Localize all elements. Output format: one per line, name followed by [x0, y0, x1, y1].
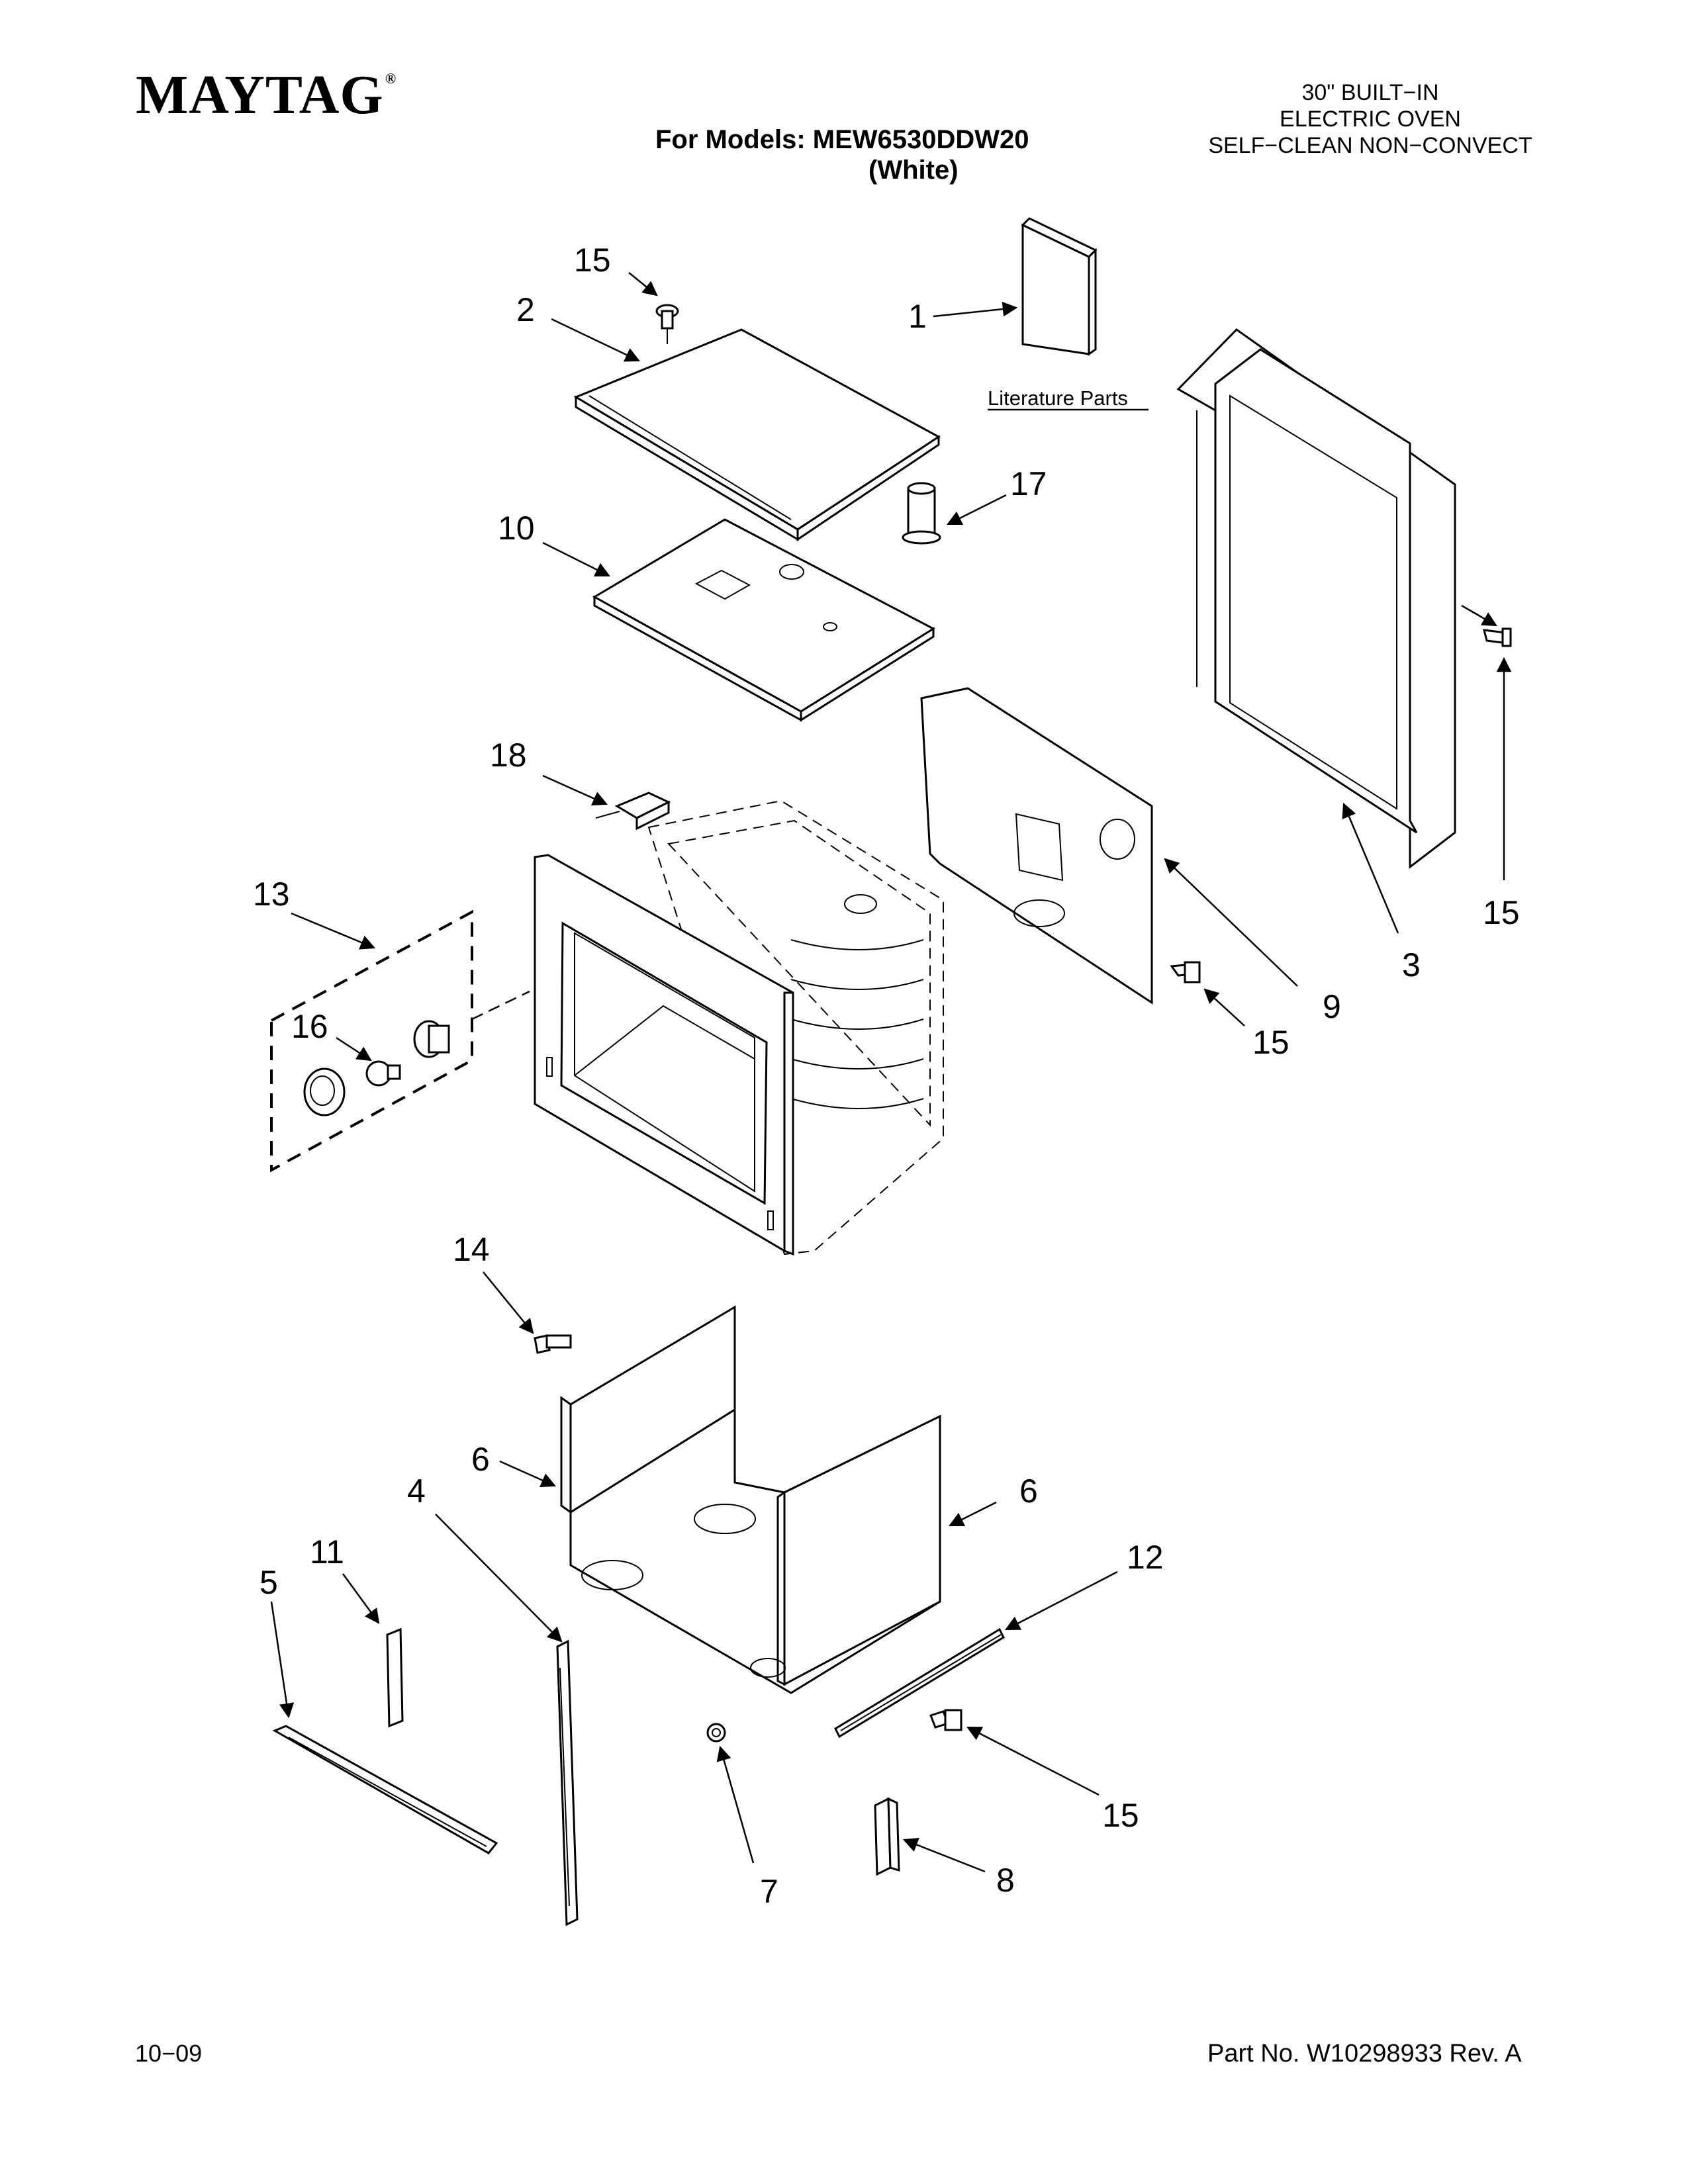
callout-10: 10	[498, 510, 535, 547]
callout-6-left: 6	[471, 1441, 490, 1478]
product-description: 30" BUILT−IN ELECTRIC OVEN SELF−CLEAN NO…	[1165, 79, 1575, 159]
strap	[386, 1627, 404, 1728]
callout-17: 17	[1010, 465, 1047, 502]
literature-parts-label: Literature Parts	[988, 387, 1128, 410]
trademark-symbol: ®	[385, 70, 397, 87]
brand-name: MAYTAG	[136, 64, 384, 126]
maytag-logo: MAYTAG®	[136, 68, 397, 123]
callout-15: 15	[574, 242, 611, 279]
callout-16: 16	[291, 1008, 328, 1045]
callout-12: 12	[1127, 1539, 1164, 1576]
top-panel	[573, 328, 941, 541]
callout-8: 8	[996, 1862, 1015, 1899]
callout-6-right: 6	[1019, 1473, 1038, 1510]
screw-top	[655, 304, 679, 344]
callout-4: 4	[407, 1473, 426, 1510]
hinge-receptacle	[874, 1797, 900, 1876]
screw-bottom	[929, 1709, 962, 1731]
callout-15-bottom: 15	[1102, 1797, 1139, 1834]
description-line-1: 30" BUILT−IN	[1301, 80, 1439, 105]
grommet	[706, 1723, 726, 1743]
callout-15-rear: 15	[1252, 1024, 1289, 1061]
description-line-3: SELF−CLEAN NON−CONVECT	[1208, 133, 1532, 159]
literature-booklet	[1021, 217, 1098, 356]
callout-numbers: 15 2 1 17 10 18 13 16 15 3 9 15 14 6 6 4…	[253, 242, 1520, 1910]
color-line: (White)	[868, 156, 959, 185]
oven-cavity	[534, 799, 944, 1256]
bottom-rail-right	[834, 1627, 1005, 1739]
bottom-rail-left	[272, 1725, 498, 1854]
screw-side	[534, 1334, 572, 1354]
callout-14: 14	[453, 1231, 490, 1268]
callout-1: 1	[908, 298, 927, 335]
callout-11: 11	[310, 1533, 344, 1570]
models-heading: For Models: MEW6530DDW20 (White)	[655, 124, 1029, 185]
callout-18: 18	[490, 737, 527, 774]
light-assembly-outline	[270, 909, 473, 1173]
callout-7: 7	[760, 1873, 778, 1910]
vertical-rail	[556, 1639, 579, 1927]
sleeve	[902, 482, 941, 545]
part-number: Part No. W10298933 Rev. A	[1207, 2040, 1522, 2068]
callout-9: 9	[1323, 988, 1341, 1025]
leader-lines	[270, 272, 1512, 1873]
thermal-switch	[595, 792, 671, 831]
side-trim-frame	[1176, 328, 1456, 870]
callout-13: 13	[253, 876, 290, 913]
side-panels-and-bottom	[560, 1305, 941, 1694]
callout-5: 5	[259, 1564, 278, 1601]
callout-15-right: 15	[1483, 894, 1520, 931]
screw-rear	[1170, 961, 1201, 983]
light-bulb	[365, 1060, 401, 1087]
screw-right	[1483, 627, 1512, 647]
light-socket	[413, 1020, 450, 1058]
callout-3: 3	[1402, 946, 1421, 983]
description-line-2: ELECTRIC OVEN	[1280, 107, 1461, 132]
insulation-panel	[592, 518, 936, 722]
light-assembly-dashed-lead	[471, 990, 530, 1021]
callout-2: 2	[516, 291, 535, 328]
models-line: For Models: MEW6530DDW20	[655, 125, 1029, 154]
revision-date: 10−09	[135, 2040, 203, 2067]
rear-panel	[920, 687, 1153, 1005]
light-lens	[303, 1068, 346, 1116]
